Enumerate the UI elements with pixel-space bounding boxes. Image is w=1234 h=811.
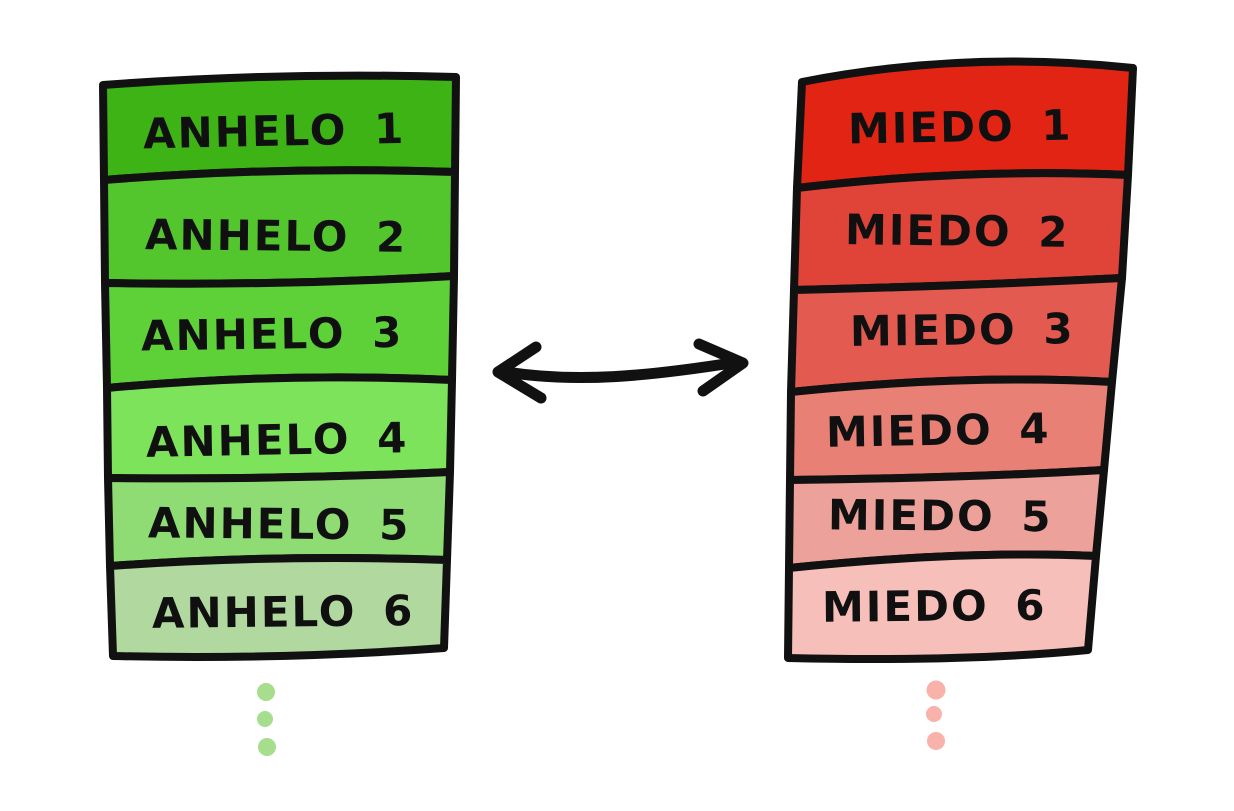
anhelo-dot-1 [257,683,275,701]
anhelo-stack: ANHELO 1 ANHELO 2 ANHELO 3 ANHELO 4 ANHE… [99,71,460,756]
anhelo-row-6-label: ANHELO 6 [152,586,415,638]
miedo-dot-2 [926,706,942,722]
arrow-head-left [492,341,547,404]
miedo-row-4-label: MIEDO 4 [826,404,1051,457]
anhelo-ellipsis-dots [257,683,276,756]
arrow-shaft [494,356,744,384]
miedo-row-5-label: MIEDO 5 [828,490,1053,541]
anhelo-row-2-label: ANHELO 2 [145,210,408,262]
miedo-stack: MIEDO 1 MIEDO 2 MIEDO 3 MIEDO 4 MIEDO 5 … [784,57,1137,750]
anhelo-dot-3 [258,738,276,756]
anhelo-row-6 [106,554,451,661]
anhelo-row-3-label: ANHELO 3 [141,308,404,361]
miedo-dot-3 [927,732,945,750]
miedo-row-6-label: MIEDO 6 [822,581,1047,632]
miedo-dot-1 [926,680,946,700]
miedo-row-1-label: MIEDO 1 [848,101,1073,154]
anhelo-row-5-label: ANHELO 5 [148,498,411,549]
arrow-head-right [693,338,749,397]
miedo-row-2-label: MIEDO 2 [845,205,1070,257]
miedo-ellipsis-dots [926,680,946,750]
anhelo-row-1-label: ANHELO 1 [143,104,406,158]
anhelo-row-4-label: ANHELO 4 [146,413,409,467]
miedo-row-6 [784,550,1100,663]
miedo-row-3-label: MIEDO 3 [850,304,1075,356]
anhelo-dot-2 [257,711,273,727]
bidirectional-arrow-icon [492,338,749,404]
